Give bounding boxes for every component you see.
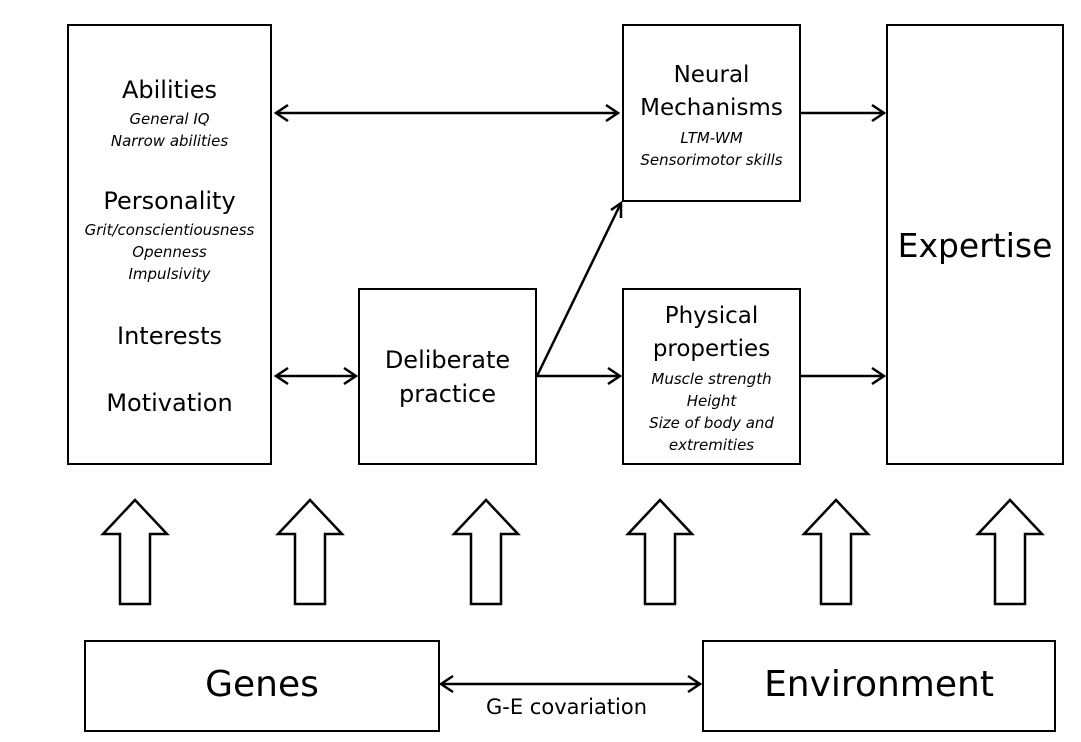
motivation-label: Motivation (106, 389, 233, 417)
abilities-item: Narrow abilities (110, 132, 229, 150)
genes-label: Genes (205, 664, 319, 705)
neural-item: LTM-WM (680, 129, 743, 147)
personality-item: Openness (132, 243, 207, 261)
abilities-item: General IQ (129, 110, 210, 128)
expertise-label: Expertise (897, 226, 1053, 265)
neural-item: Sensorimotor skills (640, 151, 783, 169)
physical-properties-box: Physical properties Muscle strength Heig… (622, 288, 801, 465)
neural-title-line: Neural (673, 62, 750, 88)
neural-title-line: Mechanisms (640, 95, 783, 121)
arrowhead-right (607, 366, 623, 386)
physical-item: extremities (668, 436, 755, 454)
personality-heading: Personality (103, 187, 236, 215)
arrowhead-right (687, 674, 703, 694)
environment-box: Environment (702, 640, 1056, 732)
individual-factors-box: Abilities General IQ Narrow abilities Pe… (67, 24, 272, 465)
arrowhead-right (871, 366, 887, 386)
arrowhead-left (438, 674, 454, 694)
genes-box: Genes (84, 640, 440, 732)
block-arrow-up (451, 498, 521, 606)
block-arrow-up (275, 498, 345, 606)
block-arrow-up (975, 498, 1045, 606)
arrowhead-left (273, 103, 289, 123)
arrowhead-left (273, 366, 289, 386)
block-arrow-up (100, 498, 170, 606)
neural-mechanisms-box: Neural Mechanisms LTM-WM Sensorimotor sk… (622, 24, 801, 202)
block-arrow-up (801, 498, 871, 606)
physical-item: Size of body and (649, 414, 774, 432)
deliberate-practice-box: Deliberate practice (358, 288, 537, 465)
deliberate-practice-line: Deliberate (384, 346, 511, 374)
physical-item: Height (686, 392, 737, 410)
abilities-heading: Abilities (121, 76, 217, 104)
physical-item: Muscle strength (651, 370, 772, 388)
environment-label: Environment (764, 664, 994, 705)
ge-covariation-label: G-E covariation (486, 695, 648, 719)
arrowhead-right (343, 366, 359, 386)
personality-item: Impulsivity (128, 265, 211, 283)
expertise-box: Expertise (886, 24, 1064, 465)
arrow-practice-neural (535, 202, 623, 377)
arrowhead-right (871, 103, 887, 123)
arrowhead-right (610, 200, 623, 218)
deliberate-practice-line: practice (398, 380, 497, 408)
interests-label: Interests (117, 322, 222, 350)
physical-title-line: properties (652, 336, 771, 362)
personality-item: Grit/conscientiousness (84, 221, 255, 239)
physical-title-line: Physical (664, 303, 759, 329)
arrowhead-right (605, 103, 621, 123)
block-arrow-up (625, 498, 695, 606)
